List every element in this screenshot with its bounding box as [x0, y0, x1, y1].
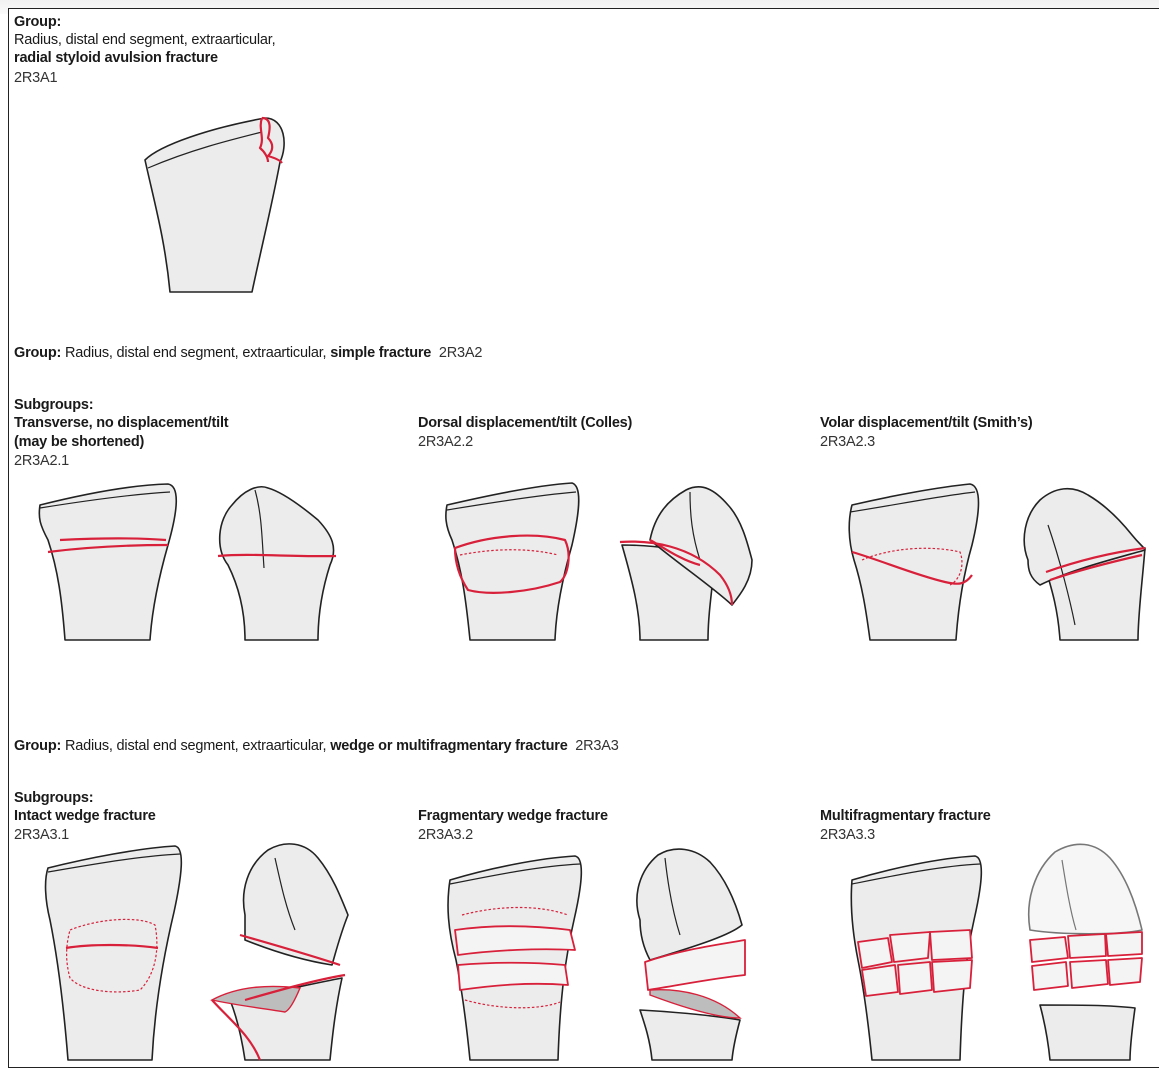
- bone-2R3A2-1-lateral: [218, 487, 336, 640]
- bone-2R3A3-3-ap: [851, 856, 981, 1060]
- bone-2R3A1: [145, 118, 284, 292]
- bone-2R3A2-2-lateral: [620, 487, 752, 640]
- bone-2R3A3-3-lateral: [1029, 844, 1142, 1060]
- bone-2R3A3-2-ap: [448, 856, 581, 1060]
- bone-2R3A2-1-ap: [39, 484, 176, 640]
- bone-2R3A3-2-lateral: [637, 849, 745, 1060]
- bone-2R3A2-3-lateral: [1024, 489, 1145, 640]
- bone-2R3A3-1-lateral: [212, 844, 348, 1060]
- bone-2R3A2-3-ap: [849, 484, 978, 640]
- bone-2R3A2-2-ap: [446, 483, 579, 640]
- bone-2R3A3-1-ap: [46, 846, 182, 1060]
